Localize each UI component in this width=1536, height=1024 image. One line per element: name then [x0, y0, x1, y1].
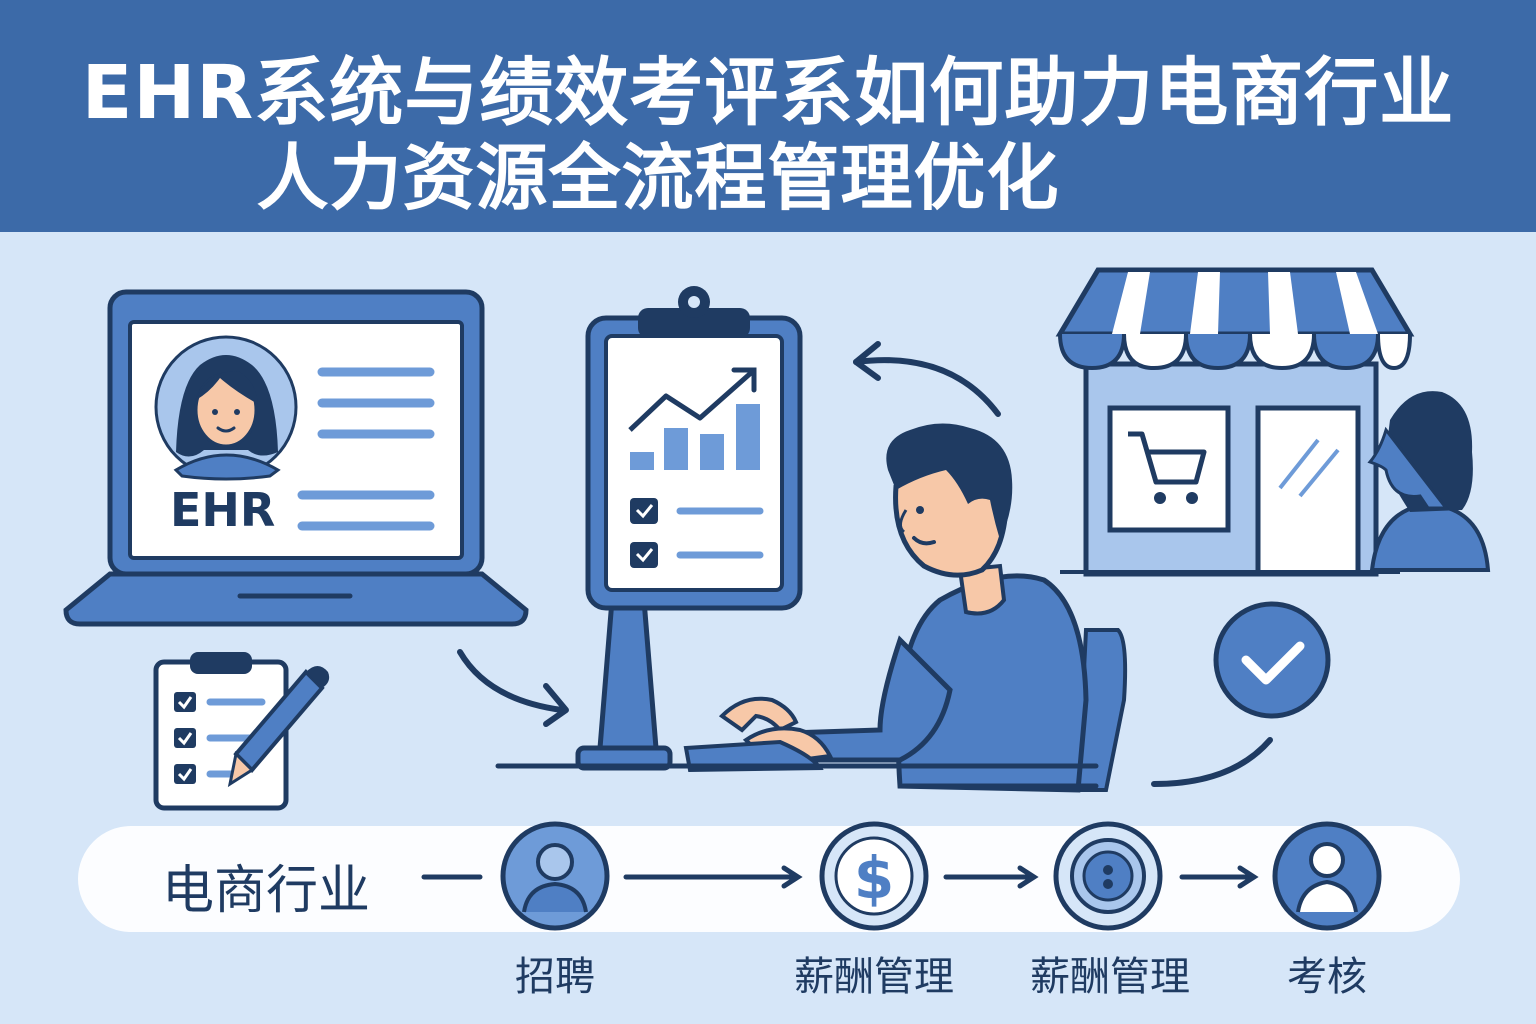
- svg-text:$: $: [854, 844, 894, 912]
- illustration: [63, 267, 1491, 811]
- bar-chart-icon: [628, 367, 760, 470]
- monitor-icon: [575, 286, 803, 771]
- flow-connector: [421, 865, 1259, 889]
- curved-arrow-icon: [457, 649, 569, 727]
- step-recruit-icon: [500, 821, 610, 931]
- employee-figure: [683, 423, 1128, 793]
- connector-arc: [1151, 737, 1273, 787]
- page-title: EHR系统与绩效考评系如何助力电商行业: [81, 50, 1455, 136]
- customer-figure: [1367, 391, 1491, 572]
- page-subtitle: 人力资源全流程管理优化: [256, 136, 1060, 220]
- step-label-review: 考核: [1287, 954, 1367, 1000]
- ehr-label: EHR: [170, 483, 276, 537]
- cart-icon: [1128, 431, 1207, 504]
- step-salary-icon: $: [819, 821, 929, 931]
- step-label-salary-2: 薪酬管理: [1030, 954, 1190, 1000]
- checklist-icon: [630, 498, 764, 568]
- pen-icon: [227, 666, 330, 788]
- step-label-recruit: 招聘: [515, 954, 595, 1000]
- avatar: [154, 335, 298, 481]
- title-banner: [0, 0, 1536, 232]
- check-circle-icon: [1213, 601, 1331, 719]
- step-salary-2-icon: [1053, 821, 1163, 931]
- clipboard-icon: [153, 652, 289, 811]
- curved-arrow-icon: [853, 341, 1001, 417]
- step-review-icon: [1272, 821, 1382, 931]
- store-icon: [1055, 267, 1415, 577]
- step-label-salary: 薪酬管理: [794, 954, 954, 1000]
- laptop-icon: [63, 289, 529, 627]
- flow-start-label: 电商行业: [162, 861, 371, 921]
